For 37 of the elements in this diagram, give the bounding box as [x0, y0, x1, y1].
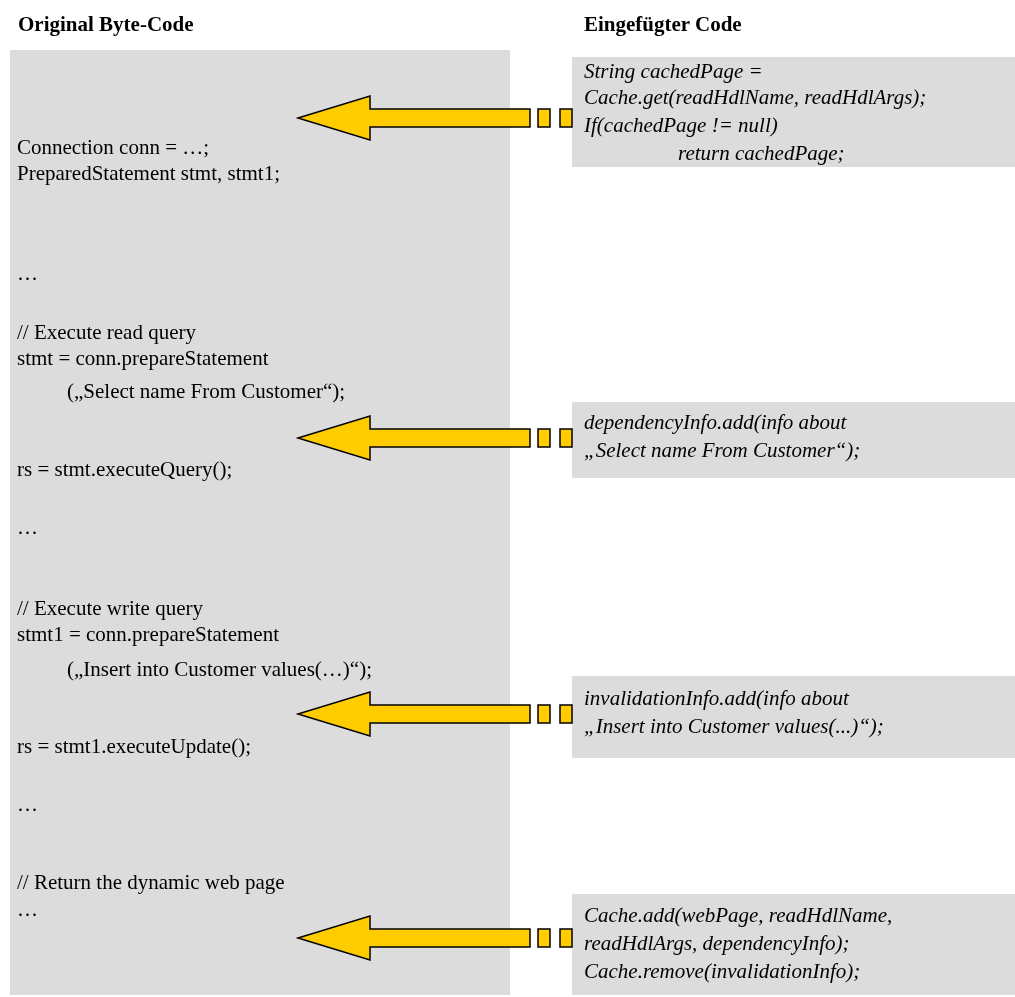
injected-code-line: Cache.get(readHdlName, readHdlArgs);	[584, 85, 927, 109]
code-line: …	[17, 792, 38, 816]
injected-code-box	[572, 57, 1015, 167]
code-panel	[10, 50, 510, 995]
code-line: PreparedStatement stmt, stmt1;	[17, 161, 281, 185]
code-line: …	[17, 515, 38, 539]
injected-code-line: Cache.add(webPage, readHdlName,	[584, 903, 893, 927]
code-line: stmt = conn.prepareStatement	[17, 346, 269, 370]
injected-code-box	[572, 402, 1015, 478]
injected-code-line: readHdlArgs, dependencyInfo);	[584, 931, 850, 955]
code-line: rs = stmt1.executeUpdate();	[17, 734, 251, 758]
code-line: // Execute write query	[17, 596, 203, 620]
code-line: // Return the dynamic web page	[17, 870, 285, 894]
injected-code-line: „Select name From Customer“);	[584, 438, 861, 462]
column-heading: Eingefügter Code	[584, 12, 742, 37]
code-line: …	[17, 897, 38, 921]
injected-code-line: invalidationInfo.add(info about	[584, 686, 849, 710]
code-line: stmt1 = conn.prepareStatement	[17, 622, 280, 646]
code-line: …	[17, 261, 38, 285]
injected-code-box	[572, 894, 1015, 995]
block-arrow	[295, 691, 573, 737]
block-arrow	[295, 415, 573, 461]
injected-code-line: Cache.remove(invalidationInfo);	[584, 959, 861, 983]
injected-code-line: „Insert into Customer values(...)“);	[584, 714, 884, 738]
code-line: („Insert into Customer values(…)“);	[67, 657, 372, 681]
code-line: rs = stmt.executeQuery();	[17, 457, 233, 481]
block-arrow	[295, 915, 573, 961]
injected-code-line: dependencyInfo.add(info about	[584, 410, 847, 434]
injected-code-line: If(cachedPage != null)	[584, 113, 778, 137]
column-heading: Original Byte-Code	[18, 12, 194, 37]
injected-code-line: return cachedPage;	[678, 141, 845, 165]
code-line: Connection conn = …;	[17, 135, 210, 159]
code-line: // Execute read query	[17, 320, 196, 344]
block-arrow	[295, 95, 573, 141]
injected-code-line: String cachedPage =	[584, 59, 763, 83]
injected-code-box	[572, 676, 1015, 758]
code-line: („Select name From Customer“);	[67, 379, 346, 403]
